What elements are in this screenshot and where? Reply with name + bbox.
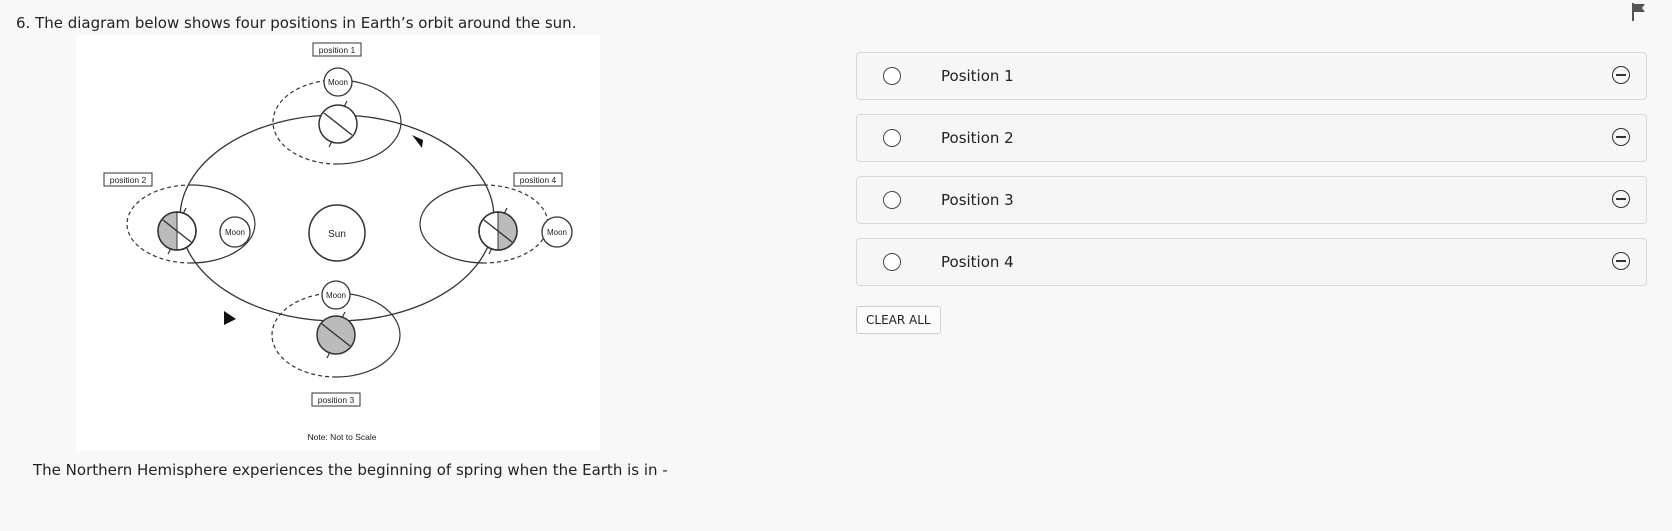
option-position-1[interactable]: Position 1	[856, 52, 1647, 100]
option-label: Position 4	[941, 253, 1014, 271]
orbit-diagram: Sun Moon position 1 Moon	[76, 35, 600, 451]
flag-icon[interactable]	[1630, 2, 1648, 22]
position-2-label: position 2	[110, 175, 147, 185]
moon-position-2	[219, 216, 251, 248]
eliminate-icon[interactable]	[1612, 66, 1630, 84]
orbit-arrow-top	[412, 135, 423, 148]
radio-icon[interactable]	[883, 67, 901, 85]
option-position-4[interactable]: Position 4	[856, 238, 1647, 286]
radio-icon[interactable]	[883, 253, 901, 271]
position-1-label: position 1	[319, 45, 356, 55]
moon-label-2: Moon	[225, 228, 245, 237]
option-label: Position 3	[941, 191, 1014, 209]
clear-all-button[interactable]: CLEAR ALL	[856, 306, 941, 334]
moon-label-3: Moon	[326, 291, 346, 300]
option-label: Position 2	[941, 129, 1014, 147]
position-3-label: position 3	[318, 395, 355, 405]
orbit-arrow-bottom	[224, 311, 236, 325]
eliminate-icon[interactable]	[1612, 190, 1630, 208]
position-4-label: position 4	[520, 175, 557, 185]
moon-label-4: Moon	[547, 228, 567, 237]
moon-position-3	[321, 280, 351, 310]
question-text: 6. The diagram below shows four position…	[16, 14, 577, 32]
option-label: Position 1	[941, 67, 1014, 85]
position-1-group: Moon position 1	[272, 42, 402, 165]
radio-icon[interactable]	[883, 191, 901, 209]
option-position-2[interactable]: Position 2	[856, 114, 1647, 162]
eliminate-icon[interactable]	[1612, 252, 1630, 270]
eliminate-icon[interactable]	[1612, 128, 1630, 146]
moon-position-4	[541, 216, 573, 248]
option-position-3[interactable]: Position 3	[856, 176, 1647, 224]
position-4-group: Moon position 4	[419, 172, 573, 264]
position-3-group: Moon position 3	[271, 280, 401, 407]
radio-icon[interactable]	[883, 129, 901, 147]
moon-label-1: Moon	[328, 78, 348, 87]
question-prompt: The Northern Hemisphere experiences the …	[33, 461, 668, 479]
sun-label: Sun	[328, 229, 346, 240]
sun	[308, 204, 366, 262]
scale-note: Note: Not to Scale	[308, 432, 377, 442]
position-2-group: Moon position 2	[103, 172, 256, 264]
moon-position-1	[323, 67, 353, 97]
